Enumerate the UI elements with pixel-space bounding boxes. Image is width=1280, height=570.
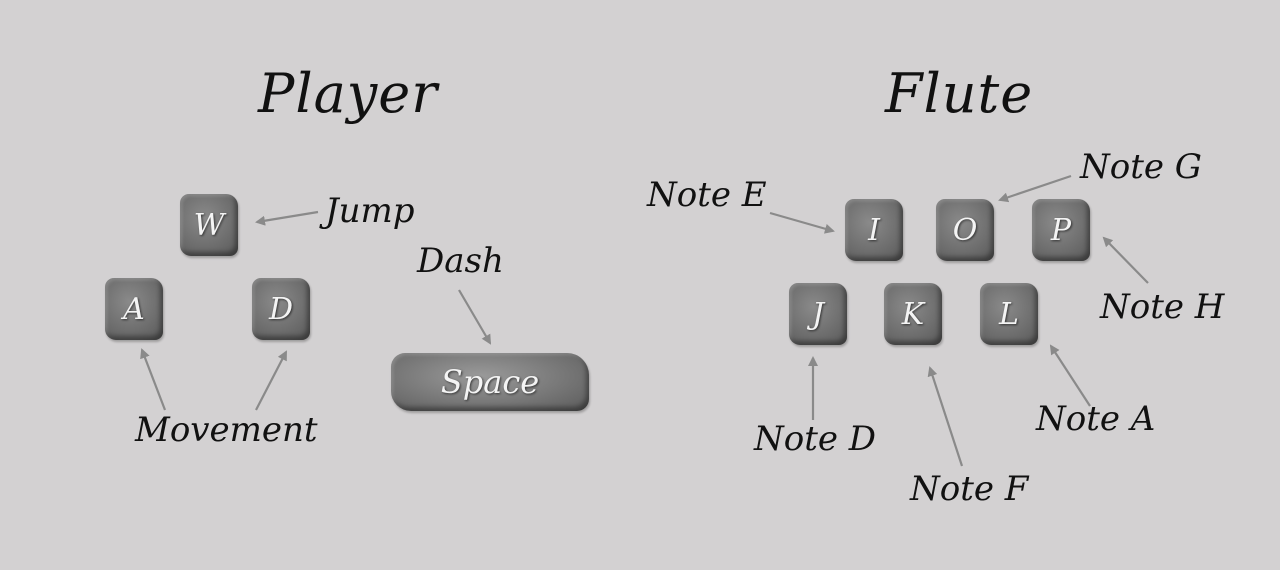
key-k: K [884,283,942,345]
note-f-arrow [927,366,964,467]
note-e-label: Note E [647,175,767,215]
note-a-arrow [1049,344,1091,407]
jump-label: Jump [325,191,415,231]
dash-label: Dash [417,241,504,281]
key-j: J [789,283,847,345]
flute-section-title: Flute [885,62,1034,125]
key-i: I [845,199,903,261]
movement-arrow-a [140,348,167,411]
movement-arrow-d [255,350,287,411]
key-w: W [180,194,238,256]
note-h-arrow [1102,236,1149,284]
dash-arrow [458,289,492,345]
key-p: P [1032,199,1090,261]
player-section-title: Player [258,62,439,125]
key-o: O [936,199,994,261]
note-f-label: Note F [910,469,1029,509]
note-g-arrow [998,174,1072,203]
key-space: Space [391,353,589,411]
key-l: L [980,283,1038,345]
jump-arrow [255,210,319,226]
key-d: D [252,278,310,340]
note-h-label: Note H [1100,287,1225,327]
note-d-label: Note D [754,419,877,459]
note-g-label: Note G [1080,147,1202,187]
key-a: A [105,278,163,340]
movement-label: Movement [135,410,318,450]
note-a-label: Note A [1036,399,1156,439]
note-e-arrow [769,211,835,234]
